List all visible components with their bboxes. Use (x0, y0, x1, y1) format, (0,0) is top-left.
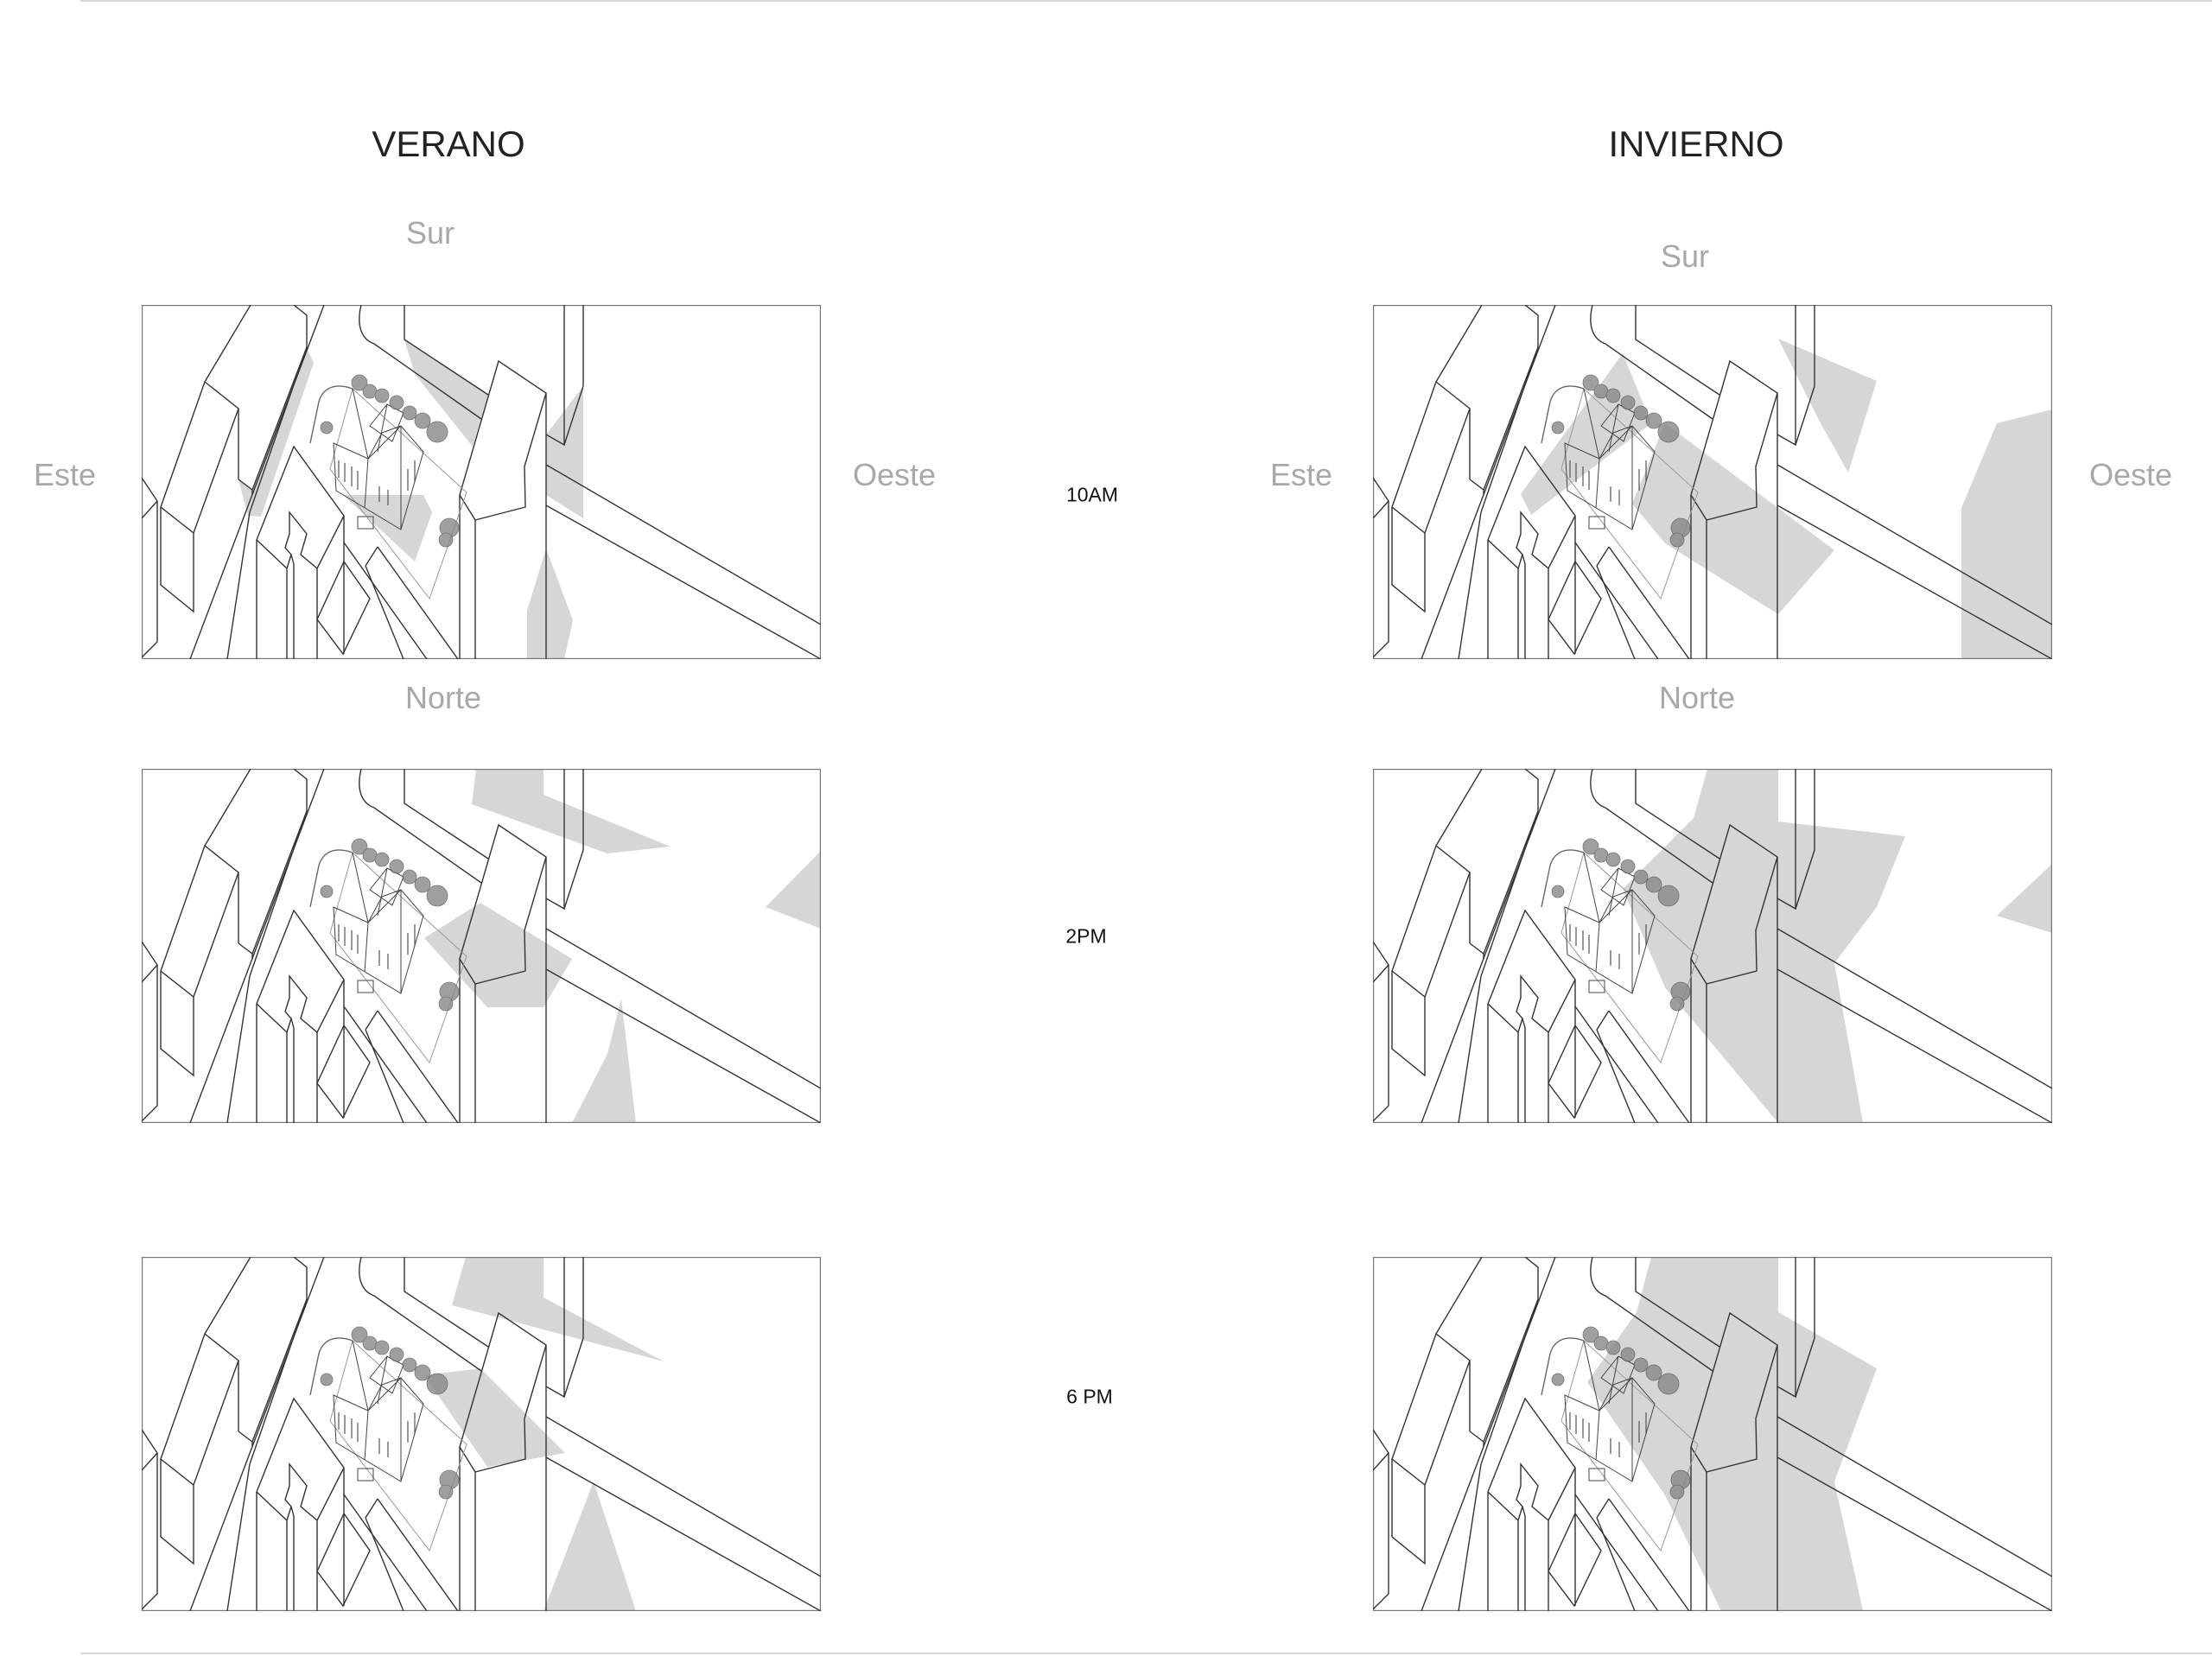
winter-west-label: Oeste (2088, 457, 2173, 492)
winter-south-label: Sur (1660, 238, 1710, 274)
shadow-diagram-winter-6pm (1373, 1257, 2052, 1611)
winter-east-label: Este (1269, 457, 1333, 492)
time-label-10am: 10AM (1065, 483, 1119, 506)
bottom-divider (80, 1653, 2212, 1654)
time-label-2pm: 2PM (1065, 924, 1107, 948)
shadow-diagram-winter-10am (1373, 305, 2052, 659)
summer-east-label: Este (33, 457, 97, 492)
top-divider (80, 0, 2212, 2)
summer-north-label: Norte (404, 680, 482, 715)
summer-title: VERANO (372, 124, 525, 164)
summer-west-label: Oeste (852, 457, 937, 492)
shadow-diagram-winter-2pm (1373, 769, 2052, 1123)
summer-south-label: Sur (405, 215, 455, 251)
shadow-diagram-summer-6pm (142, 1257, 821, 1611)
shadow-diagram-summer-2pm (142, 769, 821, 1123)
shadow-diagram-summer-10am (142, 305, 821, 659)
time-label-6pm: 6 PM (1066, 1385, 1113, 1408)
winter-title: INVIERNO (1608, 124, 1784, 164)
winter-north-label: Norte (1658, 680, 1736, 715)
